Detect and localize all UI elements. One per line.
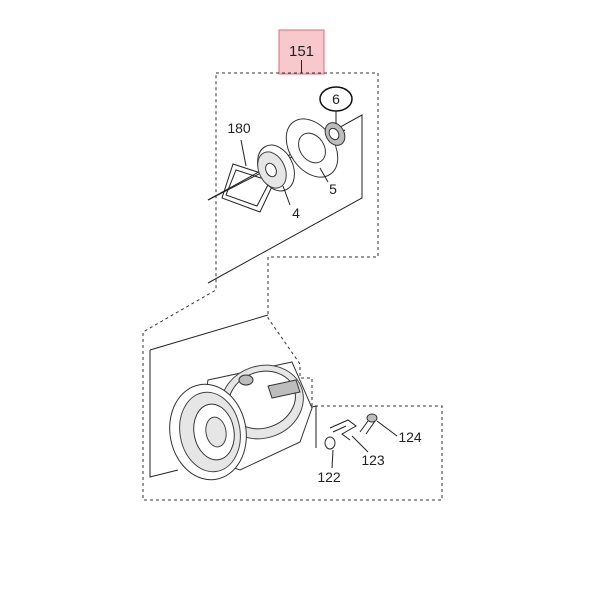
- part-123-spring-clip[interactable]: [329, 419, 357, 441]
- part-124-screw[interactable]: [359, 413, 378, 435]
- part-4-knob[interactable]: [250, 139, 301, 197]
- part-5-label: 5: [329, 181, 337, 197]
- part-6-label: 6: [332, 91, 340, 107]
- part-124-label: 124: [398, 429, 422, 445]
- part-122-ring[interactable]: [324, 436, 336, 450]
- assembly-label: 151: [289, 43, 314, 60]
- part-122-label: 122: [317, 469, 341, 485]
- part-180-label: 180: [227, 120, 251, 136]
- part-6-bearing[interactable]: [321, 119, 349, 149]
- assembly-outline: [142, 72, 443, 501]
- part-123-label: 123: [361, 452, 385, 468]
- spool-body[interactable]: [162, 354, 314, 486]
- part-4-label: 4: [292, 205, 300, 221]
